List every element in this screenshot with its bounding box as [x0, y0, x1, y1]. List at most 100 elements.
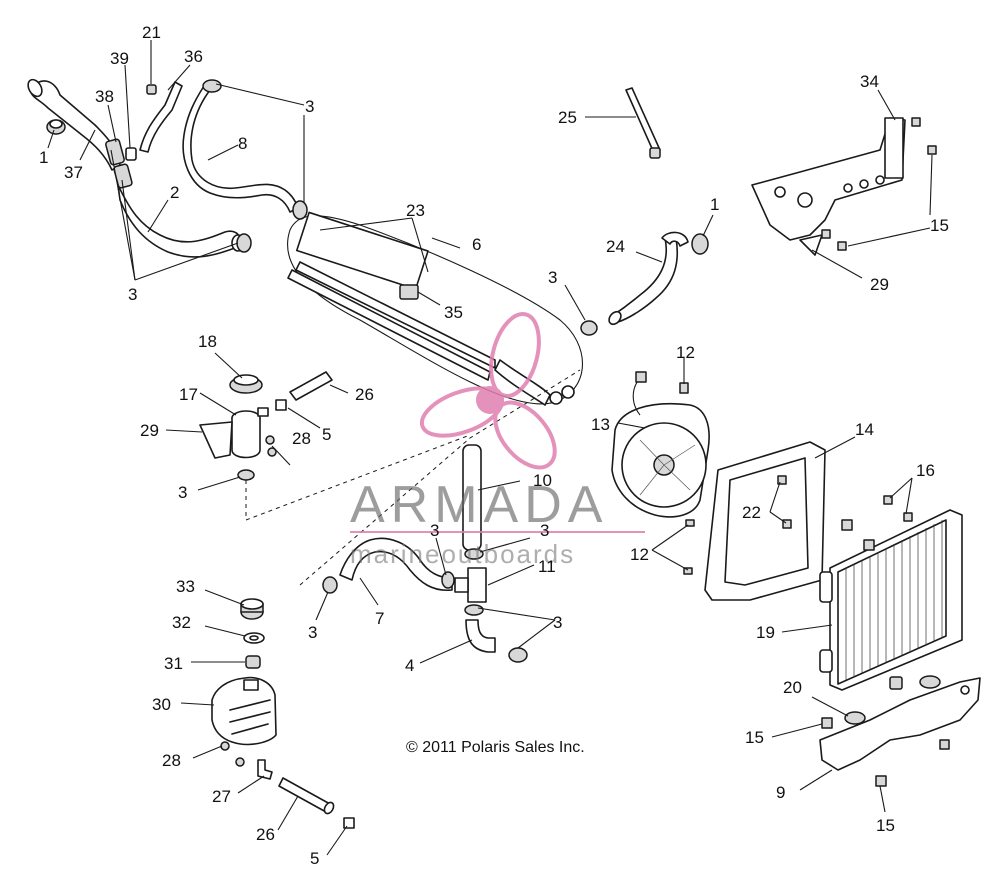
callout-6: 6 [472, 235, 481, 254]
harness-6 [286, 211, 583, 406]
callout-30: 30 [152, 695, 171, 714]
callout-36: 36 [184, 47, 203, 66]
callout-3: 3 [178, 483, 187, 502]
bracket-34 [751, 117, 906, 256]
grommet-20 [844, 675, 941, 725]
callout-14: 14 [855, 420, 874, 439]
hose-26-lower [278, 777, 335, 815]
callout-16: 16 [916, 461, 935, 480]
callout-28: 28 [162, 751, 181, 770]
callout-7: 7 [375, 609, 384, 628]
copyright-text: © 2011 Polaris Sales Inc. [406, 739, 585, 756]
callout-21: 21 [142, 23, 161, 42]
clamp-1-right [691, 233, 709, 255]
callout-27: 27 [212, 787, 231, 806]
callout-26: 26 [355, 385, 374, 404]
callout-3: 3 [128, 285, 137, 304]
propeller-logo-icon [419, 312, 557, 470]
callout-3: 3 [308, 623, 317, 642]
callout-25: 25 [558, 108, 577, 127]
bracket-29-left [199, 421, 233, 459]
callout-32: 32 [172, 613, 191, 632]
callout-8: 8 [238, 134, 247, 153]
tee-11 [454, 567, 487, 603]
callout-9: 9 [776, 783, 785, 802]
clamp-1-left [46, 119, 66, 135]
callout-10: 10 [533, 471, 552, 490]
callout-11: 11 [538, 557, 556, 576]
callout-29: 29 [140, 421, 159, 440]
callout-34: 34 [860, 72, 879, 91]
callout-35: 35 [444, 303, 463, 322]
callout-15: 15 [876, 816, 895, 835]
callout-5: 5 [310, 849, 319, 868]
callout-38: 38 [95, 87, 114, 106]
clamp-3-hose2 [236, 233, 252, 253]
clamp-3-upper-mid [580, 320, 598, 336]
callout-3: 3 [548, 268, 557, 287]
callout-33: 33 [176, 577, 195, 596]
callout-5: 5 [322, 425, 331, 444]
callout-12: 12 [630, 545, 649, 564]
elbow-39 [125, 147, 137, 161]
callout-15: 15 [745, 728, 764, 747]
washer-32 [243, 632, 265, 644]
plug-31 [245, 655, 261, 669]
callout-24: 24 [606, 237, 625, 256]
rod-25 [625, 87, 661, 159]
watermark-brand: ARMADA [350, 476, 608, 534]
callout-39: 39 [110, 49, 129, 68]
watermark: ARMADA marineoutboards [350, 312, 645, 569]
callout-3: 3 [540, 521, 549, 540]
callout-12: 12 [676, 343, 695, 362]
callout-3: 3 [305, 97, 314, 116]
plug-21 [146, 84, 157, 95]
hose-24 [608, 231, 689, 326]
callout-13: 13 [591, 415, 610, 434]
hose-36 [139, 81, 183, 153]
callout-1: 1 [710, 195, 719, 214]
reservoir-30 [211, 676, 277, 746]
hose-8 [182, 79, 308, 220]
callout-labels: 21 39 36 38 1 37 3 8 2 3 23 6 35 25 34 1… [39, 23, 949, 868]
bolts-28-left [265, 435, 277, 457]
callout-23: 23 [406, 201, 425, 220]
cap-33 [240, 598, 264, 620]
callout-1: 1 [39, 148, 48, 167]
clamps-3-center [322, 548, 528, 663]
clamp-3-left [237, 469, 255, 481]
cap-18 [229, 374, 263, 394]
callout-28: 28 [292, 429, 311, 448]
elbow-27 [257, 759, 273, 780]
bolts-12-side [683, 519, 695, 575]
bracket-9 [819, 676, 981, 771]
fitting-5-lower [343, 817, 355, 829]
fitting-5-upper [275, 399, 287, 411]
callout-37: 37 [64, 163, 83, 182]
filler-neck-17 [231, 407, 269, 459]
hose-4 [465, 619, 496, 653]
hose-7 [339, 537, 453, 592]
callout-15: 15 [930, 216, 949, 235]
hose-26-upper [289, 371, 333, 401]
callout-19: 19 [756, 623, 775, 642]
callout-3: 3 [430, 521, 439, 540]
bolt-12-top [679, 382, 689, 394]
radiator-19 [819, 509, 963, 691]
hose-37 [27, 78, 121, 171]
callout-31: 31 [164, 654, 183, 673]
callout-17: 17 [179, 385, 198, 404]
bolt-28-lower [220, 741, 245, 767]
shroud-14 [704, 441, 826, 601]
fan-13 [611, 371, 710, 518]
watermark-tagline: marineoutboards [350, 539, 575, 569]
callout-22: 22 [742, 503, 761, 522]
callout-18: 18 [198, 332, 217, 351]
callout-2: 2 [170, 183, 179, 202]
bolts-16 [883, 495, 913, 522]
bolt-15-upper [821, 117, 937, 251]
callout-26: 26 [256, 825, 275, 844]
callout-29: 29 [870, 275, 889, 294]
callout-4: 4 [405, 656, 414, 675]
